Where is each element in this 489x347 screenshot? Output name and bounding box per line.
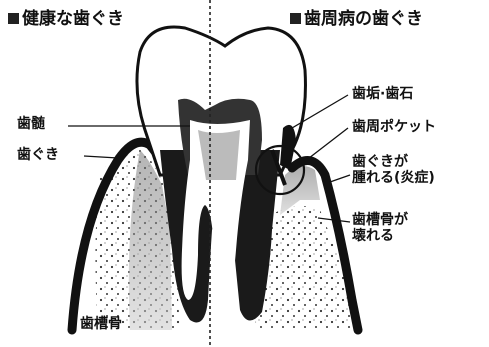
gum-swell-line2: 腫れる(炎症) [352,170,435,186]
diseased-gum-title: 歯周病の歯ぐき [304,9,423,29]
healthy-gum-header: 健康な歯ぐき [8,10,124,30]
diseased-gum-header: 歯周病の歯ぐき [290,10,423,30]
gum-swell-line1: 歯ぐきが [352,154,435,170]
swell-leader [330,175,350,182]
header-square-icon [8,13,19,24]
pocket-label: 歯周ポケット [352,119,436,135]
bone-break-line2: 壊れる [352,228,408,244]
header-square-icon [290,13,301,24]
pulp-label: 歯髄 [17,116,45,132]
gum-swell-label: 歯ぐきが 腫れる(炎症) [352,154,435,186]
calculus-label: 歯垢·歯石 [352,86,413,102]
healthy-gum-title: 健康な歯ぐき [22,9,124,29]
gum-leader [84,156,118,158]
bone-break-line1: 歯槽骨が [352,212,408,228]
alveolar-bone-label: 歯槽骨 [80,316,122,332]
gum-label: 歯ぐき [17,147,59,163]
bone-break-label: 歯槽骨が 壊れる [352,212,408,244]
pocket-leader [300,128,348,165]
